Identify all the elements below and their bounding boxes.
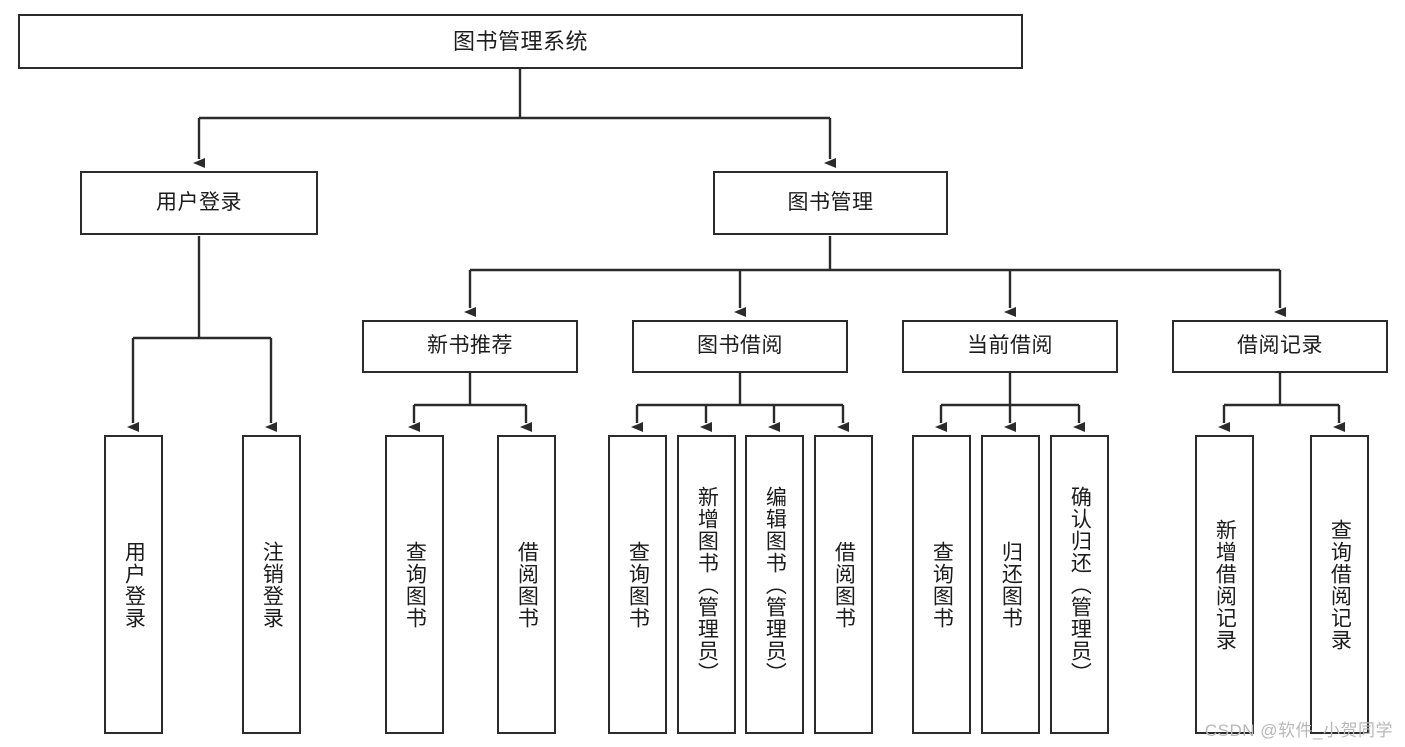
node-new-book-recommendation[interactable]: 新书推荐: [362, 320, 578, 373]
node-leaf-borrow-books-recommend[interactable]: 借阅图书: [497, 435, 556, 734]
node-current-borrowing[interactable]: 当前借阅: [902, 320, 1118, 373]
node-root-book-management-system[interactable]: 图书管理系统: [18, 14, 1023, 69]
node-book-management[interactable]: 图书管理: [713, 171, 948, 235]
node-label: 当前借阅: [967, 334, 1053, 358]
node-leaf-query-books-recommend[interactable]: 查询图书: [385, 435, 444, 734]
node-label: 借阅记录: [1237, 334, 1323, 358]
node-book-borrowing[interactable]: 图书借阅: [632, 320, 848, 373]
node-label: 图书管理: [787, 190, 874, 214]
node-label: 借阅图书: [515, 540, 539, 629]
node-label: 图书管理系统: [452, 28, 588, 54]
node-label: 确认归还（管理员）: [1068, 485, 1092, 684]
node-user-login[interactable]: 用户登录: [80, 171, 318, 235]
node-leaf-return-books[interactable]: 归还图书: [981, 435, 1040, 734]
node-label: 查询图书: [403, 540, 427, 629]
node-leaf-query-borrow-record[interactable]: 查询借阅记录: [1310, 435, 1369, 734]
node-label: 查询借阅记录: [1328, 518, 1352, 651]
node-leaf-edit-book-admin[interactable]: 编辑图书（管理员）: [745, 435, 804, 734]
node-leaf-logout[interactable]: 注销登录: [242, 435, 301, 734]
node-label: 编辑图书（管理员）: [763, 485, 787, 684]
watermark: CSDN @软件_小贺同学: [1204, 721, 1393, 740]
node-label: 新书推荐: [427, 334, 513, 358]
node-label: 借阅图书: [832, 540, 856, 629]
node-leaf-add-borrow-record[interactable]: 新增借阅记录: [1195, 435, 1254, 734]
node-borrow-records[interactable]: 借阅记录: [1172, 320, 1388, 373]
node-leaf-borrow-books[interactable]: 借阅图书: [814, 435, 873, 734]
node-label: 新增图书（管理员）: [695, 485, 719, 684]
node-label: 归还图书: [999, 540, 1023, 629]
node-leaf-user-login[interactable]: 用户登录: [104, 435, 163, 734]
node-label: 注销登录: [260, 540, 284, 629]
node-label: 查询图书: [626, 540, 650, 629]
node-label: 用户登录: [156, 190, 242, 214]
node-label: 用户登录: [122, 540, 146, 629]
node-leaf-query-books-borrowing[interactable]: 查询图书: [608, 435, 667, 734]
node-label: 查询图书: [930, 540, 954, 629]
node-label: 新增借阅记录: [1213, 518, 1237, 651]
node-leaf-confirm-return-admin[interactable]: 确认归还（管理员）: [1050, 435, 1109, 734]
node-leaf-query-books-current[interactable]: 查询图书: [912, 435, 971, 734]
node-leaf-add-book-admin[interactable]: 新增图书（管理员）: [677, 435, 736, 734]
node-label: 图书借阅: [697, 334, 783, 358]
